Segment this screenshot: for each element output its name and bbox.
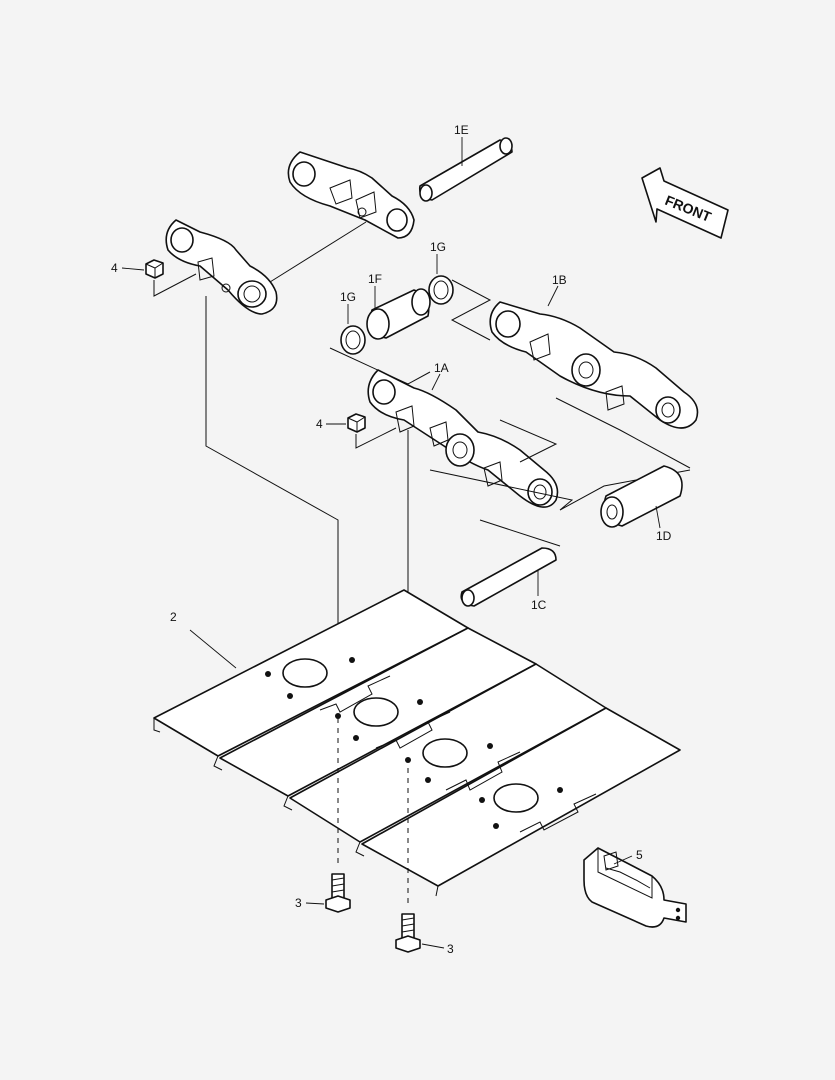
assembly-line-3 [329, 347, 431, 385]
leader-1B [547, 285, 559, 307]
assembly-line-9 [479, 519, 561, 547]
label-3-right: 3 [447, 942, 454, 956]
leader-5 [613, 855, 633, 865]
assembly-line-4 [450, 279, 492, 341]
leader-4-upper [121, 267, 145, 271]
assembly-line-2 [205, 296, 339, 708]
track-link-top [287, 151, 415, 239]
label-1B: 1B [552, 273, 567, 287]
assembly-line-7 [499, 419, 558, 463]
leader-2 [189, 629, 237, 669]
bushing-1F [366, 288, 431, 340]
seal-1G-left [340, 325, 366, 355]
label-5: 5 [636, 848, 643, 862]
label-1C: 1C [531, 598, 547, 612]
bushing-1D [600, 465, 683, 528]
bolt-3-left [325, 873, 351, 913]
label-2: 2 [170, 610, 177, 624]
bolt-3-right [395, 913, 421, 953]
assembly-line-8 [555, 397, 691, 469]
label-1E: 1E [454, 123, 469, 137]
leader-1A [431, 373, 441, 391]
track-link-upper-left [165, 219, 278, 315]
label-1F: 1F [368, 272, 382, 286]
assembly-line-1 [269, 221, 367, 283]
front-direction-arrow: FRONT [641, 167, 729, 239]
assembly-line-6 [429, 469, 691, 511]
label-1G-left: 1G [340, 290, 356, 304]
nut-4-lower [347, 413, 397, 449]
pin-1C [460, 547, 557, 607]
leader-3-left [305, 902, 325, 905]
track-link-1A [367, 369, 559, 508]
label-4-lower: 4 [316, 417, 323, 431]
bracket-5 [583, 847, 687, 928]
leader-3-right [421, 943, 445, 949]
label-3-left: 3 [295, 896, 302, 910]
leader-1D [655, 505, 661, 529]
pin-1E [418, 137, 513, 202]
label-4-upper: 4 [111, 261, 118, 275]
track-link-1B [489, 301, 699, 429]
label-1G-top: 1G [430, 240, 446, 254]
nut-4-upper [145, 259, 197, 297]
track-shoe-plate-2 [153, 589, 681, 897]
seal-1G-top [428, 275, 454, 305]
label-1D: 1D [656, 529, 672, 543]
label-1A: 1A [434, 361, 449, 375]
